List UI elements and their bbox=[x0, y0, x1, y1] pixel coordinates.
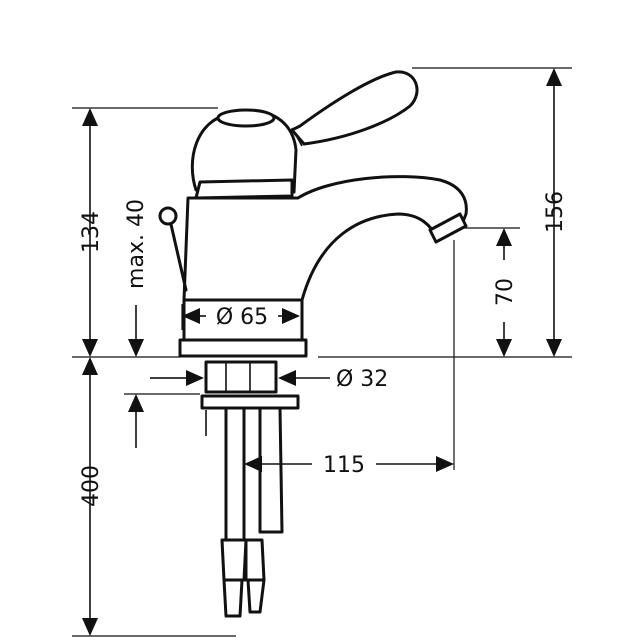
dim-156-label: 156 bbox=[543, 191, 568, 233]
mounting-nut bbox=[200, 394, 300, 410]
dim-115-label: 115 bbox=[323, 453, 365, 478]
hose-end-left bbox=[222, 578, 244, 618]
hose-fitting-right bbox=[244, 538, 266, 582]
dimension-labels: 134 max. 40 156 70 400 Ø 65 Ø 32 115 bbox=[79, 191, 568, 507]
hose-end-right bbox=[246, 578, 266, 614]
dim-65-label: Ø 65 bbox=[216, 305, 268, 330]
hose-fitting-left bbox=[220, 538, 248, 582]
aerator bbox=[428, 212, 468, 244]
dim-70-label: 70 bbox=[493, 278, 518, 306]
collar bbox=[194, 178, 294, 200]
dim-max40-label: max. 40 bbox=[124, 199, 149, 289]
lever-handle bbox=[290, 70, 419, 146]
reference-lines bbox=[72, 67, 572, 637]
dim-32-label: Ø 32 bbox=[336, 367, 388, 392]
dimension-lines bbox=[82, 68, 562, 636]
mounting-shank bbox=[204, 360, 278, 394]
supply-hose-right bbox=[258, 406, 284, 534]
dim-400-label: 400 bbox=[79, 465, 104, 507]
faucet-body bbox=[158, 70, 468, 618]
popup-rod bbox=[168, 218, 188, 292]
cartridge-cap bbox=[216, 108, 276, 128]
supply-hose-left bbox=[224, 406, 246, 542]
popup-knob bbox=[158, 206, 178, 226]
dim-134-label: 134 bbox=[79, 211, 104, 253]
base-flange bbox=[178, 338, 308, 358]
